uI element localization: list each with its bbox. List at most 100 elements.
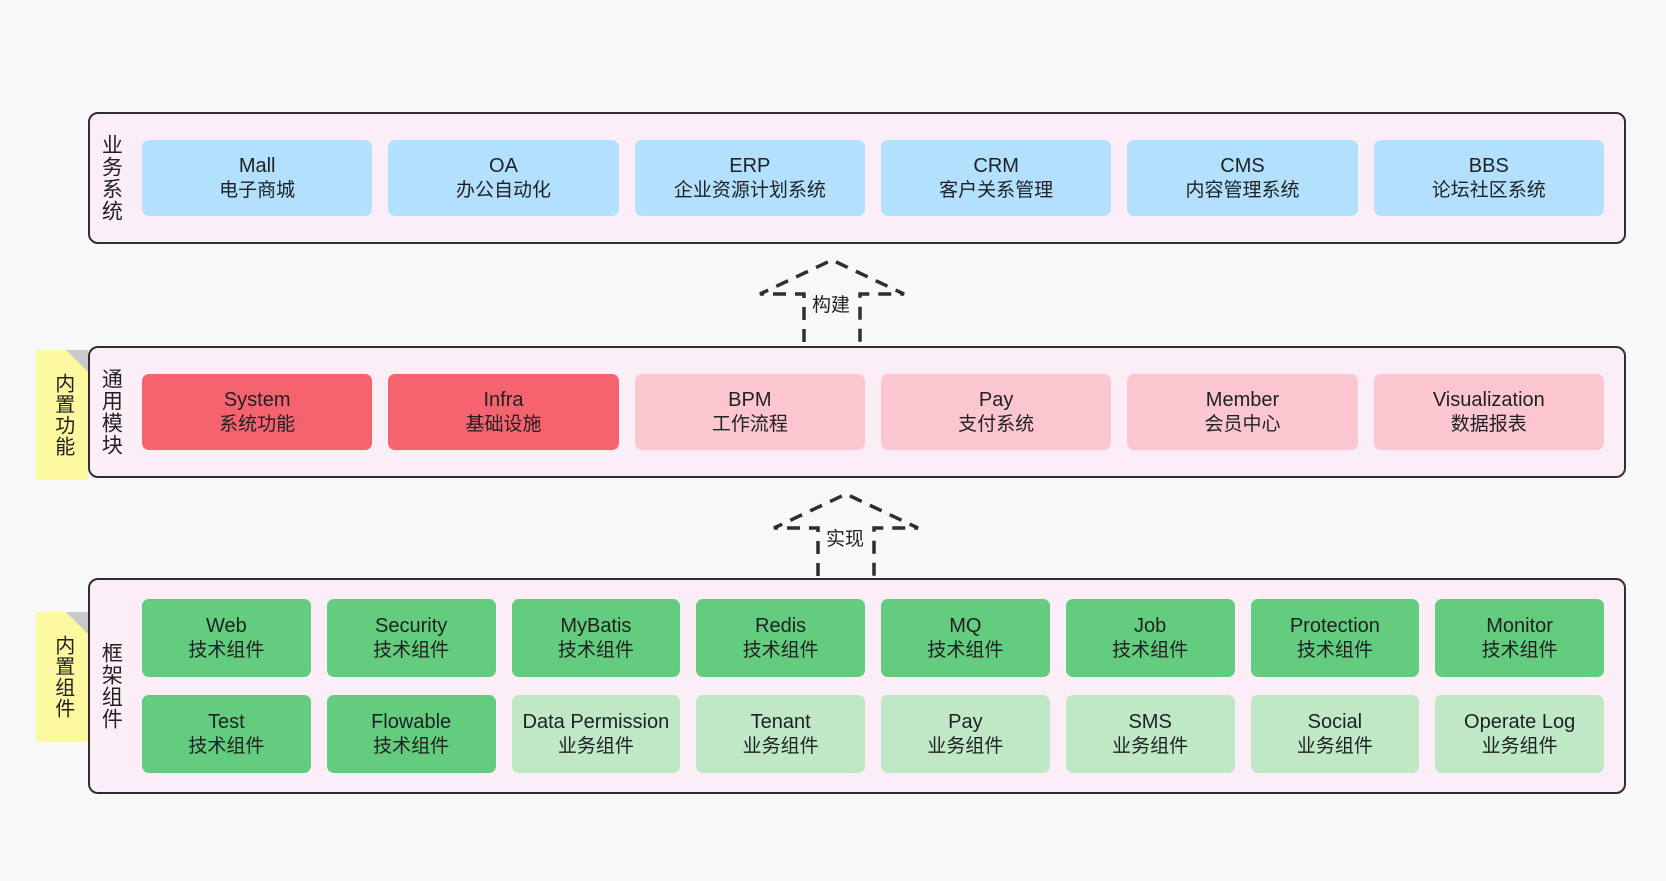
box-operate-log[interactable]: Operate Log 业务组件 <box>1435 695 1604 773</box>
box-subtitle: 技术组件 <box>373 735 450 757</box>
box-title: ERP <box>729 155 771 178</box>
box-subtitle: 技术组件 <box>742 639 819 661</box>
box-sms[interactable]: SMS 业务组件 <box>1065 695 1235 773</box>
layer-cells-business-system: Mall 电子商城 OA 办公自动化 ERP 企业资源计划系统 CRM 客户关系… <box>130 114 1624 242</box>
box-title: Security <box>375 615 448 638</box>
cell-row: Test 技术组件 Flowable 技术组件 Data Permission … <box>134 695 1612 773</box>
layer-cells-common-module: System 系统功能 Infra 基础设施 BPM 工作流程 Pay 支付系统… <box>130 348 1624 476</box>
box-infra[interactable]: Infra 基础设施 <box>388 374 619 450</box>
box-tenant[interactable]: Tenant 业务组件 <box>696 695 865 773</box>
box-title: Operate Log <box>1464 711 1576 734</box>
connector-implement-label: 实现 <box>826 529 865 550</box>
box-subtitle: 论坛社区系统 <box>1431 179 1546 201</box>
box-subtitle: 业务组件 <box>927 735 1004 757</box>
box-monitor[interactable]: Monitor 技术组件 <box>1435 599 1604 677</box>
box-subtitle: 工作流程 <box>711 413 788 435</box>
box-subtitle: 技术组件 <box>188 735 265 757</box>
box-visualization[interactable]: Visualization 数据报表 <box>1373 374 1604 450</box>
box-security[interactable]: Security 技术组件 <box>326 599 496 677</box>
box-subtitle: 电子商城 <box>219 179 296 201</box>
box-system[interactable]: System 系统功能 <box>142 374 373 450</box>
box-erp[interactable]: ERP 企业资源计划系统 <box>634 140 865 216</box>
box-redis[interactable]: Redis 技术组件 <box>696 599 865 677</box>
box-title: MyBatis <box>560 615 632 638</box>
box-subtitle: 会员中心 <box>1204 413 1281 435</box>
box-subtitle: 办公自动化 <box>455 179 551 201</box>
box-title: Tenant <box>750 711 811 734</box>
box-title: Monitor <box>1486 615 1553 638</box>
box-title: Visualization <box>1432 389 1545 412</box>
box-subtitle: 业务组件 <box>1112 735 1189 757</box>
box-job[interactable]: Job 技术组件 <box>1065 599 1235 677</box>
box-title: Protection <box>1289 615 1380 638</box>
box-test[interactable]: Test 技术组件 <box>142 695 311 773</box>
box-oa[interactable]: OA 办公自动化 <box>388 140 619 216</box>
box-subtitle: 技术组件 <box>188 639 265 661</box>
box-title: Pay <box>948 711 983 734</box>
box-title: SMS <box>1128 711 1172 734</box>
layer-business-system: 业务系统 Mall 电子商城 OA 办公自动化 ERP 企业资源计划系统 CRM… <box>88 112 1626 244</box>
box-title: Test <box>208 711 245 734</box>
box-title: Data Permission <box>522 711 670 734</box>
box-pay[interactable]: Pay 支付系统 <box>880 374 1112 450</box>
layer-title-framework-component: 框架组件 <box>99 642 123 730</box>
box-subtitle: 企业资源计划系统 <box>673 179 826 201</box>
box-title: BPM <box>728 389 772 412</box>
note-label: 内置组件 <box>51 635 74 719</box>
box-title: Flowable <box>371 711 452 734</box>
box-title: Pay <box>978 389 1014 412</box>
box-title: Social <box>1307 711 1363 734</box>
box-pay-component[interactable]: Pay 业务组件 <box>881 695 1050 773</box>
box-crm[interactable]: CRM 客户关系管理 <box>880 140 1112 216</box>
layer-common-module: 通用模块 System 系统功能 Infra 基础设施 BPM 工作流程 Pay… <box>88 346 1626 478</box>
box-title: BBS <box>1468 155 1509 178</box>
note-builtin-component: 内置组件 <box>36 612 88 742</box>
box-data-permission[interactable]: Data Permission 业务组件 <box>511 695 681 773</box>
box-mq[interactable]: MQ 技术组件 <box>881 599 1050 677</box>
cell-row: Mall 电子商城 OA 办公自动化 ERP 企业资源计划系统 CRM 客户关系… <box>134 140 1612 216</box>
layer-cells-framework-component: Web 技术组件 Security 技术组件 MyBatis 技术组件 Redi… <box>130 580 1624 792</box>
box-title: OA <box>489 155 518 178</box>
box-subtitle: 内容管理系统 <box>1185 179 1300 201</box>
box-mall[interactable]: Mall 电子商城 <box>142 140 373 216</box>
note-fold-corner <box>66 350 88 372</box>
note-fold-corner <box>66 612 88 634</box>
box-social[interactable]: Social 业务组件 <box>1250 695 1420 773</box>
box-subtitle: 客户关系管理 <box>939 179 1054 201</box>
box-title: Job <box>1134 615 1167 638</box>
box-cms[interactable]: CMS 内容管理系统 <box>1127 140 1358 216</box>
box-subtitle: 技术组件 <box>1481 639 1558 661</box>
note-label: 内置功能 <box>51 373 74 457</box>
box-subtitle: 业务组件 <box>557 735 634 757</box>
box-title: Member <box>1205 389 1280 412</box>
box-flowable[interactable]: Flowable 技术组件 <box>326 695 496 773</box>
box-mybatis[interactable]: MyBatis 技术组件 <box>511 599 681 677</box>
box-title: Web <box>205 615 247 638</box>
layer-title-business-system: 业务系统 <box>99 134 123 222</box>
box-title: CMS <box>1220 155 1265 178</box>
box-title: Infra <box>483 389 524 412</box>
box-subtitle: 技术组件 <box>557 639 634 661</box>
box-subtitle: 数据报表 <box>1450 413 1527 435</box>
box-bbs[interactable]: BBS 论坛社区系统 <box>1373 140 1604 216</box>
box-subtitle: 业务组件 <box>1481 735 1558 757</box>
connector-build-label: 构建 <box>812 295 851 316</box>
box-subtitle: 技术组件 <box>1296 639 1373 661</box>
box-web[interactable]: Web 技术组件 <box>142 599 311 677</box>
box-subtitle: 业务组件 <box>742 735 819 757</box>
note-builtin-feature: 内置功能 <box>36 350 88 480</box>
box-bpm[interactable]: BPM 工作流程 <box>634 374 865 450</box>
box-title: CRM <box>973 155 1019 178</box>
box-subtitle: 技术组件 <box>373 639 450 661</box>
cell-row: Web 技术组件 Security 技术组件 MyBatis 技术组件 Redi… <box>134 599 1612 677</box>
box-title: Mall <box>238 155 276 178</box>
layer-title-common-module: 通用模块 <box>99 368 123 456</box>
box-title: System <box>223 389 291 412</box>
box-subtitle: 系统功能 <box>219 413 296 435</box>
box-subtitle: 基础设施 <box>465 413 542 435</box>
box-member[interactable]: Member 会员中心 <box>1127 374 1358 450</box>
box-subtitle: 业务组件 <box>1296 735 1373 757</box>
box-protection[interactable]: Protection 技术组件 <box>1250 599 1420 677</box>
layer-framework-component: 框架组件 Web 技术组件 Security 技术组件 MyBatis 技术组件… <box>88 578 1626 794</box>
